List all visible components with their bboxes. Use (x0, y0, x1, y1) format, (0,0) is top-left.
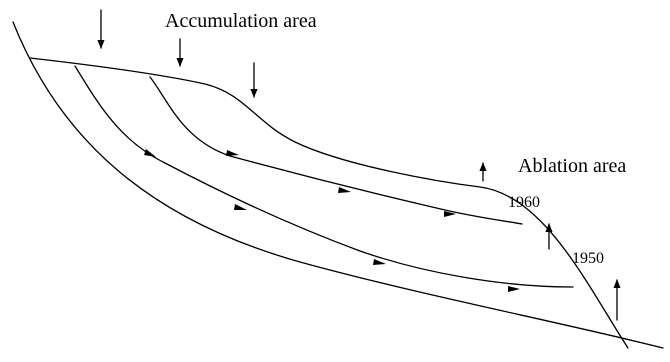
flow-arrow (144, 149, 156, 157)
ablation-area-label: Ablation area (518, 155, 626, 177)
flow-arrow (234, 204, 247, 210)
accumulation-area-label: Accumulation area (165, 10, 317, 32)
year-label-1960: 1960 (508, 194, 540, 211)
flow-arrow (226, 150, 239, 156)
bedrock-line (12, 21, 664, 349)
flow-line-upper (149, 76, 523, 225)
flow-arrow (444, 211, 456, 217)
year-label-1950: 1950 (572, 250, 604, 267)
flow-arrow (338, 187, 351, 193)
flow-arrow (373, 259, 386, 265)
flow-line-middle (74, 65, 574, 288)
flow-arrow (508, 286, 520, 292)
